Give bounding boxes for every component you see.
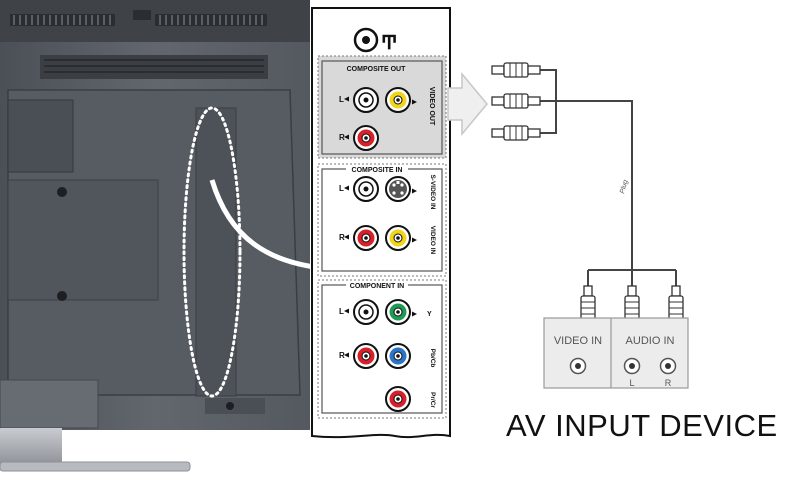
zoom-arrow [209,179,323,271]
composite-in-video-jack[interactable] [385,225,411,251]
component-in-left-label: L [339,307,344,316]
component-pr-jack[interactable] [385,386,411,412]
composite-in-left-label: L [339,184,344,193]
signal-arrow-icon [447,71,488,137]
component-pb-label: Pb/Cb [429,349,436,368]
composite-in-audio-right-jack[interactable] [353,225,379,251]
composite-in-title: COMPOSITE IN [352,167,403,174]
composite-in-right-label: R [339,233,345,242]
component-y-jack[interactable] [385,299,411,325]
device-video-jack[interactable] [569,357,587,375]
component-in-audio-right-jack[interactable] [353,343,379,369]
port-highlight-outline [182,106,242,398]
antenna-jack[interactable] [353,27,379,53]
composite-out-group: COMPOSITE OUT L VIDEO OUT R [317,55,447,159]
composite-out-title: COMPOSITE OUT [347,66,406,73]
composite-out-side-label: VIDEO OUT [428,87,435,126]
component-in-right-label: R [339,351,345,360]
device-audio-left-jack[interactable] [623,357,641,375]
composite-in-audio-left-jack[interactable] [353,176,379,202]
cable-label: Plug [619,179,629,194]
device-audio-label: AUDIO IN [626,335,675,347]
component-in-title: COMPONENT IN [350,283,404,290]
tv-back [0,0,342,472]
connector-panel: Ͳ COMPOSITE OUT L VIDEO OUT R [311,7,451,439]
component-y-label: Y [427,311,432,318]
cable-plug-top-2 [491,93,541,109]
component-pr-label: Pr/Cr [429,392,436,408]
composite-out-video-jack[interactable] [385,87,411,113]
device-right-label: R [665,378,672,388]
composite-out-right-label: R [339,133,345,142]
composite-in-video-label: VIDEO IN [429,226,436,255]
component-pb-jack[interactable] [385,343,411,369]
tv-stand [0,428,62,466]
composite-out-left-label: L [339,95,344,104]
av-input-device: VIDEO IN AUDIO IN L R [543,317,689,389]
svideo-label: S-VIDEO IN [429,174,436,209]
svideo-jack[interactable] [385,176,411,202]
screw-icon [57,291,67,301]
screw-icon [57,187,67,197]
component-in-group: COMPONENT IN L Y R [317,279,447,419]
device-audio-right-jack[interactable] [659,357,677,375]
device-title: AV INPUT DEVICE [506,408,778,443]
antenna-symbol: Ͳ [381,33,397,54]
device-video-label: VIDEO IN [554,335,602,347]
av-cable [540,69,677,286]
cable-plug-top-1 [491,62,541,78]
cable-plug-top-3 [491,125,541,141]
component-in-audio-left-jack[interactable] [353,299,379,325]
device-left-label: L [629,378,634,388]
composite-out-audio-right-jack[interactable] [353,125,379,151]
composite-in-group: COMPOSITE IN L S-VIDEO IN R [317,163,447,277]
composite-out-audio-left-jack[interactable] [353,87,379,113]
